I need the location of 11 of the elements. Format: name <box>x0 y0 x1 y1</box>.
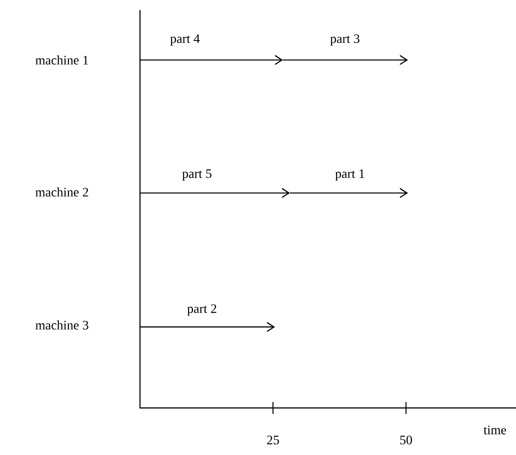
label: part 1 <box>335 169 364 181</box>
label: 50 <box>400 436 412 444</box>
label: time <box>484 426 506 434</box>
label: machine 2 <box>35 187 88 197</box>
label: part 2 <box>187 304 216 316</box>
label: part 5 <box>182 169 212 181</box>
label: machine 1 <box>35 55 88 65</box>
label: 25 <box>267 436 279 444</box>
label: machine 3 <box>35 320 88 330</box>
label: part 3 <box>330 34 360 46</box>
label: part 4 <box>170 34 200 46</box>
